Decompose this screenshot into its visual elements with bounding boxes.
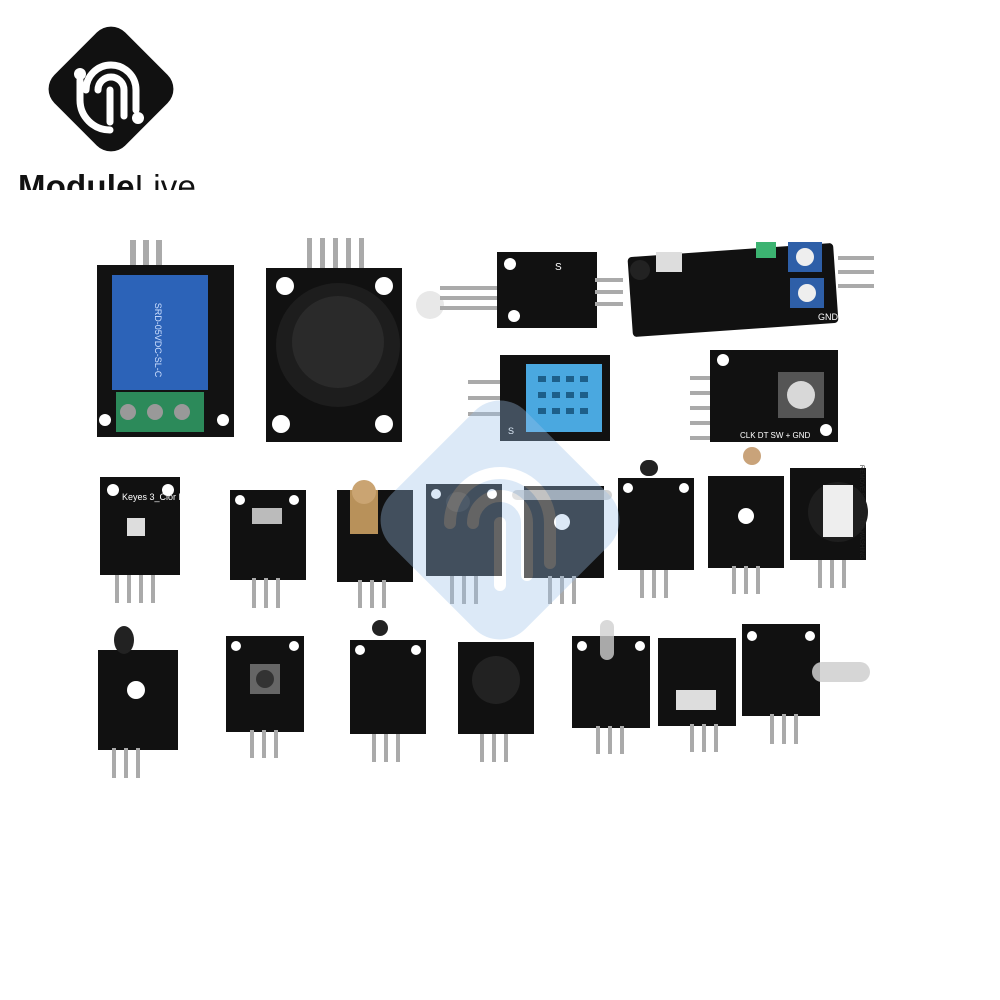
ir-receiver-module (658, 638, 736, 752)
tilt-switch-module (230, 490, 306, 608)
ir-obstacle-module: GND (627, 242, 874, 337)
rgb-led-label: S (555, 262, 562, 273)
ir-obstacle-label: GND (818, 312, 839, 322)
relay-label: SRD-05VDC-SL-C (153, 303, 163, 378)
temperature-transistor-module (618, 460, 694, 598)
rotary-encoder-label: CLK DT SW + GND (740, 431, 811, 440)
reed-switch-module (512, 486, 612, 604)
sensor-kit-photo: SRD-05VDC-SL-C S GND (0, 190, 1000, 830)
buzzer-label: REMOVE SEAL AFTER WASHING (858, 465, 864, 559)
smd-rgb-label: Keyes 3_Clor B (122, 492, 185, 502)
dht11-label: S (508, 426, 514, 436)
mercury-tilt-module (572, 620, 650, 754)
brand-logo-icon (48, 26, 174, 152)
thermistor-module (98, 626, 178, 778)
smd-rgb-module: Keyes 3_Clor B (100, 477, 185, 603)
passive-buzzer-module (458, 642, 534, 762)
joystick-module (266, 238, 402, 442)
button-module (226, 636, 304, 758)
buzzer-module: REMOVE SEAL AFTER WASHING (790, 465, 868, 588)
photoresistor-module (708, 447, 784, 594)
dht11-module: S (468, 355, 610, 441)
rotary-encoder-module: CLK DT SW + GND (690, 350, 838, 442)
laser-module (337, 480, 413, 608)
linear-hall-module (350, 620, 426, 762)
light-cup-module (742, 624, 870, 744)
relay-module: SRD-05VDC-SL-C (97, 240, 234, 437)
watermark-logo-icon (380, 400, 620, 640)
hall-sensor-module (426, 484, 502, 604)
rgb-led-module: S (416, 252, 623, 328)
